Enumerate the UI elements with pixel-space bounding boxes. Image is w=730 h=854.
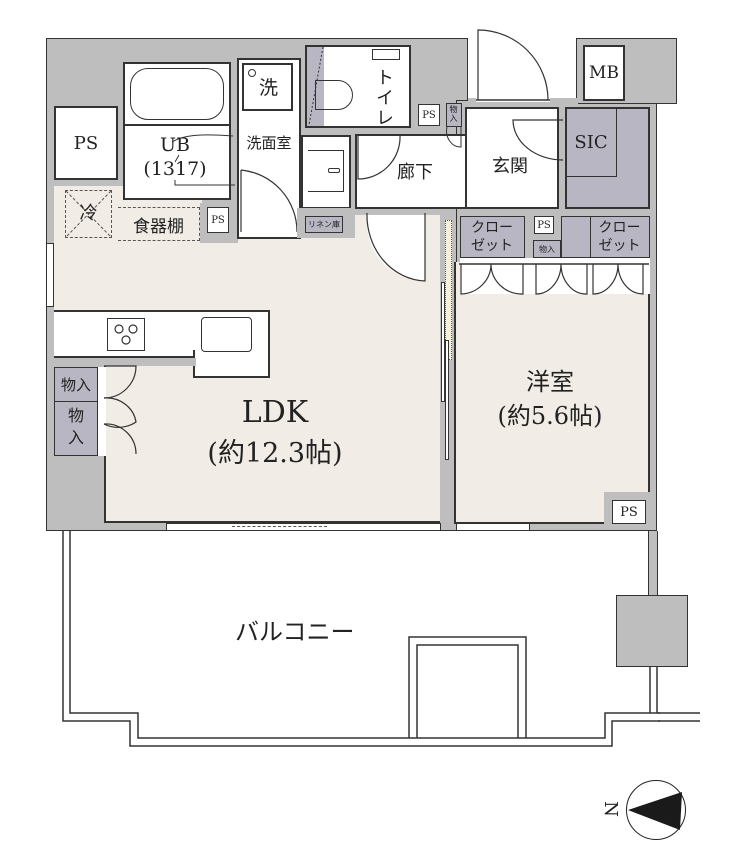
- storage-b: 物 入: [54, 401, 98, 456]
- washer-space: 洗: [242, 63, 293, 111]
- closet-1: クロー ゼット: [460, 216, 525, 258]
- closet-1-label-2: ゼット: [471, 238, 513, 254]
- ldk-size: (約12.3帖): [207, 438, 343, 469]
- closet-2-left: [561, 216, 591, 258]
- cupboard: 食器棚: [118, 207, 200, 241]
- closet-2: クロー ゼット: [590, 216, 650, 258]
- ps-western-label: PS: [620, 504, 638, 520]
- window-ldk-divider: [232, 526, 327, 527]
- ps-toilet: PS: [418, 104, 440, 126]
- bathtub: [130, 68, 224, 120]
- bath-divider: [125, 124, 229, 126]
- storage-doors-swing-icon: [103, 365, 137, 455]
- ps-closet: PS: [534, 216, 554, 234]
- kitchen-counter-ext: [193, 350, 270, 378]
- closet-1-label-1: クロー: [471, 220, 513, 236]
- closet-doors-swing-icon: [459, 263, 649, 295]
- entrance-inner-door-swing-icon: [512, 119, 564, 161]
- window-western: [456, 523, 530, 531]
- storage-closet-label: 物入: [539, 244, 555, 254]
- ldk-door-swing-icon: [366, 212, 426, 282]
- storage-closet: 物入: [533, 240, 561, 258]
- storage-door-swing-icon: [446, 126, 462, 148]
- vanity-faucet-icon: [328, 168, 340, 173]
- linen-label: リネン庫: [308, 220, 340, 229]
- ps-left: PS: [54, 106, 118, 180]
- compass-arrow-icon: [628, 792, 682, 830]
- hallway-door-swing-icon: [357, 134, 401, 180]
- toilet-paper-holder: [372, 49, 400, 60]
- fridge-cross-icon: [65, 190, 112, 238]
- vanity-basin: [308, 150, 344, 192]
- closet-2-label-2: ゼット: [598, 238, 641, 254]
- stove-burners-icon: [114, 324, 138, 345]
- ub-size: (1317): [143, 158, 207, 180]
- storage-b-label-1: 物: [67, 406, 84, 425]
- linen-storage: リネン庫: [305, 216, 343, 233]
- sliding-panel-2: [445, 340, 449, 460]
- ps-kitchen: PS: [207, 207, 229, 233]
- sink: [201, 317, 252, 352]
- storage-small-label-2: 入: [449, 114, 458, 123]
- storage-doors: [98, 367, 106, 456]
- mb-label: MB: [589, 63, 619, 83]
- entrance-name: 玄関: [492, 156, 528, 177]
- fridge-label: 冷: [79, 203, 98, 224]
- sliding-panel-1: [441, 282, 445, 402]
- toilet-name: トイレ: [373, 68, 394, 128]
- compass: [626, 780, 686, 840]
- storage-small: 物 入: [446, 103, 462, 127]
- storage-small-label-1: 物: [449, 105, 458, 114]
- toilet-dashed-line: [308, 46, 324, 126]
- western-room-floor: [454, 262, 650, 524]
- window-left: [46, 243, 54, 307]
- ps-closet-label: PS: [537, 219, 551, 231]
- washroom-name: 洗面室: [246, 134, 292, 152]
- ps-kitchen-label: PS: [211, 214, 225, 226]
- cupboard-label: 食器棚: [133, 216, 184, 237]
- compass-north-label: N: [599, 801, 621, 817]
- sic: [565, 107, 650, 209]
- ldk-floor-main: [104, 365, 442, 523]
- ps-western: PS: [612, 500, 646, 524]
- washer-label: 洗: [258, 77, 278, 99]
- entry-door-opening: [476, 30, 550, 102]
- ub-name: UB: [160, 134, 190, 156]
- storage-a-label: 物入: [60, 376, 91, 394]
- hallway: [355, 134, 467, 209]
- washroom-door-swing-icon: [240, 169, 298, 233]
- toilet-bowl-icon: [315, 80, 353, 110]
- storage-a: 物入: [54, 367, 98, 402]
- balcony-right-post: [648, 531, 658, 601]
- western-room-size: (約5.6帖): [497, 402, 603, 430]
- western-room-name: 洋室: [526, 368, 574, 396]
- storage-b-label-2: 入: [67, 428, 84, 447]
- sliding-door-track: [445, 220, 452, 360]
- sic-shelf: [565, 107, 617, 177]
- fridge-space: 冷: [65, 190, 112, 238]
- stove: [107, 318, 145, 351]
- counter-wall: [54, 358, 196, 366]
- hallway-name: 廊下: [397, 162, 433, 183]
- washer-drain-icon: [248, 69, 256, 77]
- sic-name: SIC: [574, 132, 608, 153]
- balcony-name: バルコニー: [235, 618, 355, 646]
- vanity: [301, 135, 351, 209]
- outdoor-unit: [616, 595, 688, 667]
- mb: MB: [583, 45, 625, 101]
- entrance: [465, 107, 559, 209]
- closet-2-label-1: クロー: [598, 220, 641, 236]
- ps-toilet-label: PS: [422, 109, 436, 121]
- ub-leader-lines: [171, 134, 235, 186]
- ps-left-label: PS: [73, 132, 99, 154]
- entry-door-swing-icon: [476, 29, 550, 101]
- ldk-name: LDK: [241, 395, 309, 430]
- window-ldk: [166, 523, 441, 531]
